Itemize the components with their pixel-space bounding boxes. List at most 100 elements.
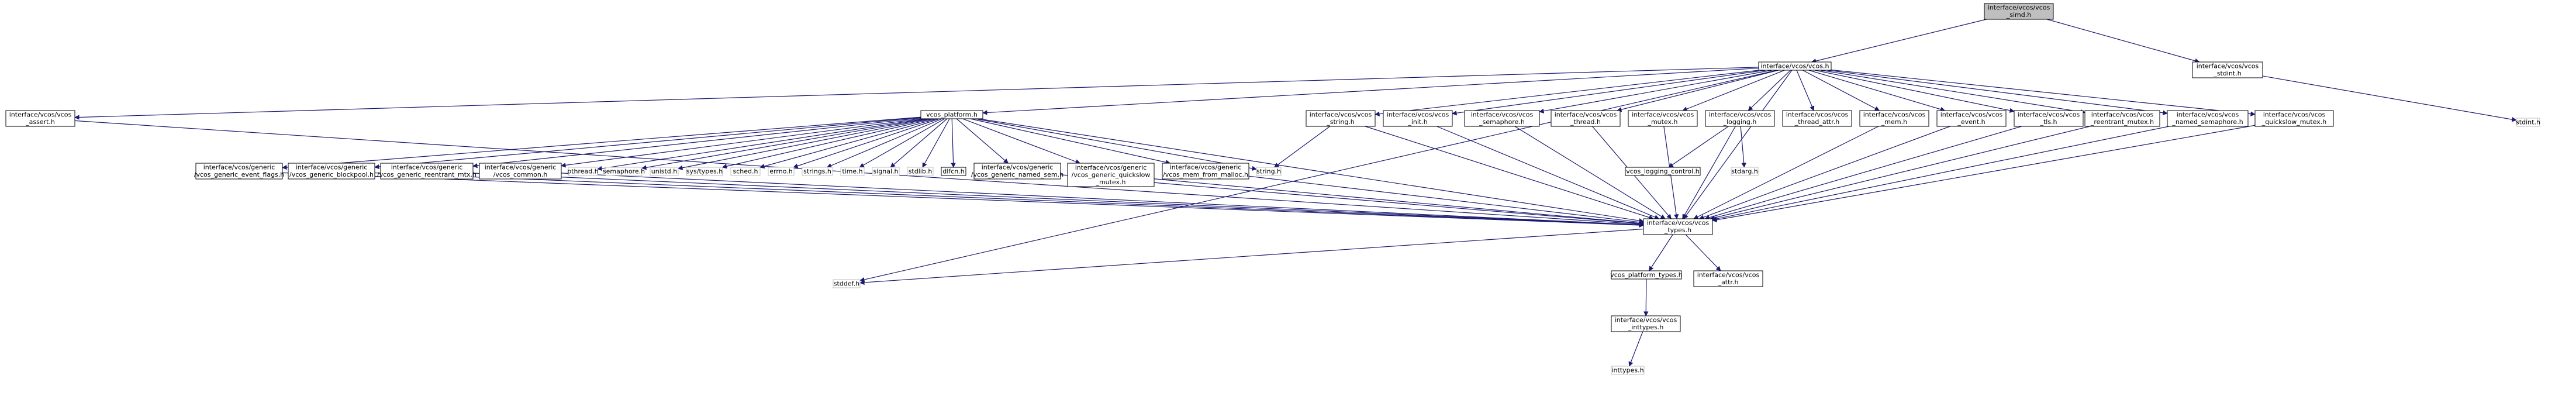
edge-platform-to-signal — [890, 118, 948, 168]
node-stddef[interactable]: stddef.h — [833, 279, 861, 288]
node-gen_reentrant[interactable]: interface/vcos/generic/vcos_generic_reen… — [377, 163, 476, 180]
node-label: /vcos_generic_event_flags.h — [194, 171, 285, 178]
edge-platform-to-gen_blockpool — [374, 117, 921, 170]
node-string_sys[interactable]: string.h — [1256, 167, 1282, 176]
node-label: interface/vcos/generic — [1170, 164, 1242, 171]
node-box — [1936, 110, 2007, 127]
node-box — [2192, 61, 2263, 78]
node-string_h[interactable]: interface/vcos/vcos_string.h — [1306, 110, 1376, 127]
node-label: vcos_logging_control.h — [1626, 167, 1699, 175]
node-gen_named_sem[interactable]: interface/vcos/generic/vcos_generic_name… — [971, 163, 1063, 180]
edge-semaphore_h-to-types — [1514, 126, 1666, 219]
node-label: interface/vcos/generic — [203, 164, 275, 171]
node-label: interface/vcos/vcos — [1632, 111, 1694, 119]
node-box — [1162, 163, 1249, 180]
node-platform_types[interactable]: vcos_platform_types.h — [1610, 270, 1683, 280]
node-types[interactable]: interface/vcos/vcos_types.h — [1643, 218, 1713, 235]
node-inttypes_sys[interactable]: inttypes.h — [1611, 366, 1645, 375]
edge-vcos-to-tls — [1814, 70, 2015, 113]
edge-platform-to-systypes — [721, 118, 934, 169]
node-label: sched.h — [733, 167, 758, 175]
node-sched[interactable]: sched.h — [730, 167, 761, 176]
node-mem_from_malloc[interactable]: interface/vcos/generic/vcos_mem_from_mal… — [1162, 163, 1249, 180]
node-label: _mem.h — [1881, 118, 1907, 126]
node-label: _types.h — [1664, 226, 1691, 234]
node-simd[interactable]: interface/vcos/vcos_simd.h — [1984, 3, 2054, 20]
node-logging_control[interactable]: vcos_logging_control.h — [1625, 167, 1701, 176]
node-label: time.h — [842, 167, 862, 175]
node-label: _quickslow_mutex.h — [2261, 118, 2327, 126]
node-box — [768, 167, 795, 176]
node-gen_common[interactable]: interface/vcos/generic/vcos_common.h — [479, 163, 562, 180]
node-box — [1643, 218, 1713, 235]
node-label: interface/vcos/vcos — [1471, 111, 1534, 119]
node-box — [568, 167, 598, 176]
edge-platform-to-gen_common — [561, 118, 921, 168]
node-pthread[interactable]: pthread.h — [567, 167, 599, 176]
node-dlfcn[interactable]: dlfcn.h — [941, 167, 966, 176]
edge-vcos-to-event — [1808, 70, 1946, 112]
node-mutex[interactable]: interface/vcos/vcos_mutex.h — [1628, 110, 1698, 127]
node-label: interface/vcos/vcos — [1310, 111, 1372, 119]
node-stdint_sys[interactable]: stdint.h — [2516, 118, 2540, 127]
node-box — [802, 167, 833, 176]
node-named_sem[interactable]: interface/vcos/vcos_named_semaphore.h — [2167, 110, 2249, 127]
node-init[interactable]: interface/vcos/vcos_init.h — [1383, 110, 1453, 127]
node-thread_attr[interactable]: interface/vcos/vcos_thread_attr.h — [1782, 110, 1852, 127]
node-label: _init.h — [1407, 118, 1427, 126]
node-inttypes_vcos[interactable]: interface/vcos/vcos_inttypes.h — [1611, 315, 1681, 332]
node-mem[interactable]: interface/vcos/vcos_mem.h — [1859, 110, 1929, 127]
node-box — [1859, 110, 1929, 127]
node-box — [1611, 315, 1681, 332]
edge-gen_blockpool-to-types — [374, 172, 1644, 228]
node-box — [1464, 110, 1540, 127]
node-label: interface/vcos/generic — [296, 164, 368, 171]
node-semaphore_sys[interactable]: semaphore.h — [603, 167, 645, 176]
node-stdlib[interactable]: stdlib.h — [907, 167, 934, 176]
node-label: _thread_attr.h — [1794, 118, 1839, 126]
node-box — [872, 167, 900, 176]
node-box — [1731, 167, 1759, 176]
node-stdarg[interactable]: stdarg.h — [1731, 167, 1759, 176]
node-label: inttypes.h — [1611, 366, 1643, 374]
node-label: _semaphore.h — [1479, 118, 1525, 126]
node-label: strings.h — [803, 167, 831, 175]
edge-types-to-attr — [1685, 234, 1721, 271]
node-vcos[interactable]: interface/vcos/vcos.h — [1758, 61, 1832, 71]
edge-vcos-to-init — [1452, 70, 1766, 116]
node-label: interface/vcos/vcos — [1615, 316, 1677, 324]
node-label: _event.h — [1957, 118, 1985, 126]
node-quickslow[interactable]: interface/vcos/vcos_quickslow_mutex.h — [2254, 110, 2334, 127]
edge-platform-to-time — [859, 118, 945, 168]
node-errno[interactable]: errno.h — [768, 167, 795, 176]
node-box — [1256, 167, 1282, 176]
node-stdint[interactable]: interface/vcos/vcos_stdint.h — [2192, 61, 2263, 78]
node-gen_quickslow[interactable]: interface/vcos/generic/vcos_generic_quic… — [1067, 163, 1155, 187]
node-label: semaphore.h — [603, 167, 645, 175]
edge-platform-to-gen_event_flags — [282, 116, 921, 170]
node-logging[interactable]: interface/vcos/vcos_logging.h — [1705, 110, 1775, 127]
node-gen_event_flags[interactable]: interface/vcos/generic/vcos_generic_even… — [194, 163, 285, 180]
node-semaphore_h[interactable]: interface/vcos/vcos_semaphore.h — [1464, 110, 1540, 127]
node-signal[interactable]: signal.h — [872, 167, 900, 176]
edge-platform-to-pthread — [597, 118, 926, 171]
node-unistd[interactable]: unistd.h — [650, 167, 679, 176]
node-attr[interactable]: interface/vcos/vcos_attr.h — [1693, 270, 1763, 287]
node-event[interactable]: interface/vcos/vcos_event.h — [1936, 110, 2007, 127]
node-label: stdlib.h — [909, 167, 933, 175]
edge-platform-to-mem_from_malloc — [970, 118, 1171, 165]
node-label: signal.h — [873, 167, 898, 175]
node-time[interactable]: time.h — [840, 167, 865, 176]
node-reentrant[interactable]: interface/vcos/vcos_reentrant_mutex.h — [2084, 110, 2160, 127]
node-assert[interactable]: interface/vcos/vcos_assert.h — [5, 110, 75, 127]
node-thread[interactable]: interface/vcos/vcos_thread.h — [1551, 110, 1621, 127]
node-box — [840, 167, 865, 176]
node-systypes[interactable]: sys/types.h — [686, 167, 723, 176]
edge-vcos-to-reentrant — [1820, 70, 2085, 115]
node-label: interface/vcos/vcos — [2197, 63, 2259, 70]
node-tls[interactable]: interface/vcos/vcos_tls.h — [2014, 110, 2084, 127]
node-gen_blockpool[interactable]: interface/vcos/generic/vcos_generic_bloc… — [288, 163, 375, 180]
node-box — [973, 163, 1061, 180]
node-platform[interactable]: vcos_platform.h — [920, 110, 983, 119]
node-strings[interactable]: strings.h — [802, 167, 833, 176]
